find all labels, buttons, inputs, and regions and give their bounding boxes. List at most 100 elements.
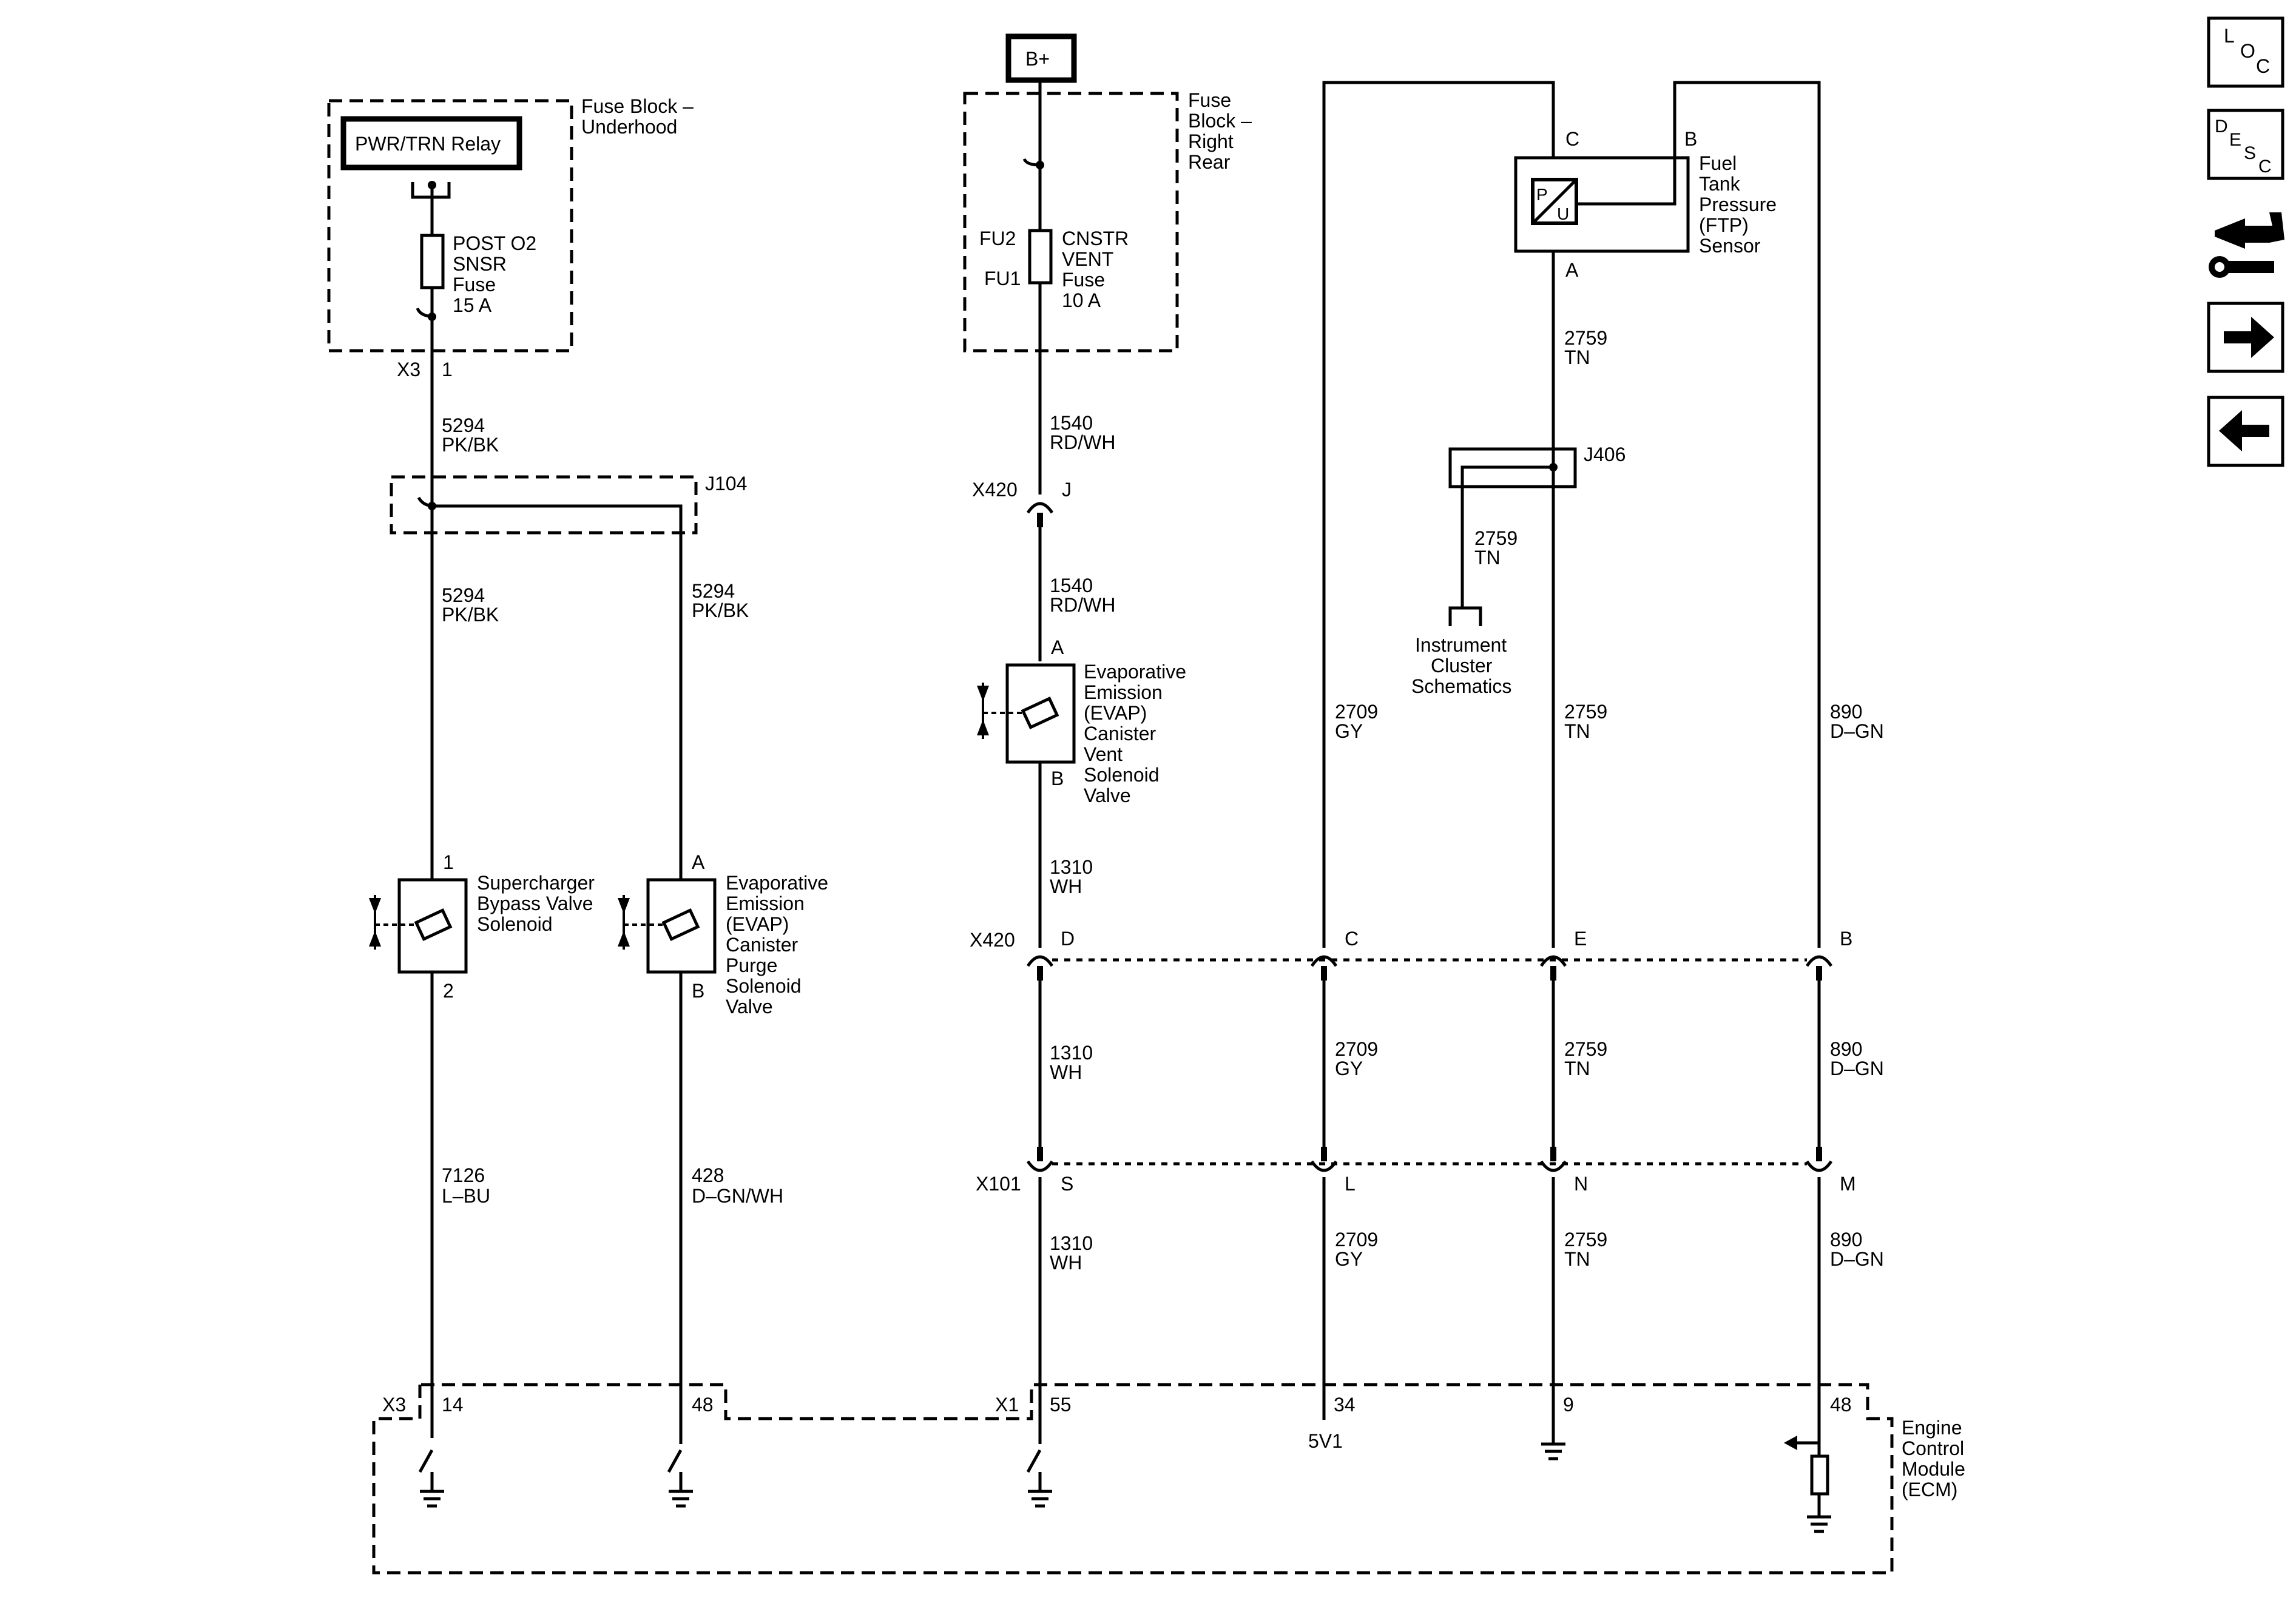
ecm-label: Engine bbox=[1902, 1417, 1962, 1439]
desc-letter: D bbox=[2215, 116, 2228, 137]
wire-circuit: 1310 bbox=[1050, 1042, 1093, 1064]
connector-label: X420 bbox=[970, 929, 1015, 951]
prev-page-button[interactable] bbox=[2207, 396, 2284, 467]
wire-color: D–GN/WH bbox=[692, 1185, 783, 1207]
fuse-block-rear-title: Rear bbox=[1188, 151, 1231, 173]
pin-label: 34 bbox=[1334, 1394, 1356, 1416]
wire-circuit: 2709 bbox=[1335, 701, 1378, 723]
wire-color: GY bbox=[1335, 1058, 1363, 1079]
cnstr-fuse-label: CNSTR bbox=[1062, 228, 1129, 249]
wire-circuit: 1310 bbox=[1050, 1232, 1093, 1254]
pin-label: B bbox=[1684, 128, 1697, 150]
evap-purge-solenoid: A B Evaporative Emission (EVAP) Canister… bbox=[618, 851, 828, 1018]
desc-letter: E bbox=[2229, 130, 2241, 150]
purge-valve-label: Solenoid bbox=[726, 975, 802, 997]
vent-valve-label: Vent bbox=[1084, 743, 1123, 765]
wire-color: GY bbox=[1335, 1248, 1363, 1270]
pin-label: 48 bbox=[1830, 1394, 1852, 1416]
wire-circuit: 5294 bbox=[692, 580, 735, 602]
wire-color: PK/BK bbox=[692, 599, 749, 621]
wire-color: TN bbox=[1564, 346, 1590, 368]
cnstr-fuse-label: Fuse bbox=[1062, 269, 1105, 291]
wire-circuit: 5294 bbox=[442, 584, 485, 606]
pin-label: J bbox=[1062, 479, 1072, 501]
description-button[interactable]: D E S C bbox=[2207, 109, 2284, 180]
cnstr-vent-fuse bbox=[1028, 229, 1053, 285]
connector-label: X420 bbox=[972, 479, 1018, 501]
pin-label: M bbox=[1840, 1173, 1856, 1195]
wire-color: WH bbox=[1050, 876, 1082, 897]
ground-switch bbox=[1026, 1449, 1052, 1508]
vent-valve-label: Solenoid bbox=[1084, 764, 1160, 786]
supercharger-bypass-solenoid: 1 2 Supercharger Bypass Valve Solenoid bbox=[369, 851, 595, 1002]
fuse-block-underhood: Fuse Block – Underhood PWR/TRN Relay POS… bbox=[327, 95, 694, 1438]
next-page-button[interactable] bbox=[2207, 302, 2284, 373]
connector-tools-icon[interactable] bbox=[2209, 212, 2284, 278]
5v-reference-label: 5V1 bbox=[1308, 1430, 1343, 1452]
vent-valve-label: Canister bbox=[1084, 723, 1156, 744]
ftp-sensor-label: (FTP) bbox=[1699, 214, 1749, 236]
splice-j406-label: J406 bbox=[1584, 444, 1626, 465]
wire-color: PK/BK bbox=[442, 604, 499, 626]
arrow-right-icon bbox=[2224, 317, 2274, 358]
ftp-symbol: U bbox=[1557, 204, 1569, 223]
splice-j406: J406 2759 TN Instrument Cluster Schemati… bbox=[1411, 444, 1626, 697]
connector-x3-label: X3 bbox=[397, 359, 420, 380]
wire-circuit: 1540 bbox=[1050, 575, 1093, 596]
wire-color: GY bbox=[1335, 720, 1363, 742]
post-o2-fuse-label: 15 A bbox=[453, 294, 492, 316]
fuse-block-underhood-title: Underhood bbox=[581, 116, 677, 138]
post-o2-fuse-label: POST O2 bbox=[453, 232, 536, 254]
supercharger-valve-label: Bypass Valve bbox=[477, 893, 593, 914]
post-o2-fuse-label: Fuse bbox=[453, 274, 496, 295]
pin-label: N bbox=[1574, 1173, 1588, 1195]
ftp-sensor-label: Sensor bbox=[1699, 235, 1761, 257]
wire-color: WH bbox=[1050, 1252, 1082, 1274]
location-button[interactable]: L O C bbox=[2207, 16, 2284, 88]
purge-valve-label: Purge bbox=[726, 954, 777, 976]
arrow-left-icon bbox=[2219, 410, 2269, 451]
fuse-block-rear-title: Right bbox=[1188, 130, 1234, 152]
evap-vent-solenoid: A B Evaporative Emission (EVAP) Canister… bbox=[977, 636, 1186, 806]
instrument-cluster-label: Schematics bbox=[1411, 675, 1511, 697]
connector-x420-mid: X420 D C E B bbox=[970, 928, 1852, 981]
pin-label: 1 bbox=[442, 359, 453, 380]
fu2-label: FU2 bbox=[979, 228, 1016, 249]
connector-label: X101 bbox=[976, 1173, 1021, 1195]
pin-label: A bbox=[1051, 636, 1064, 658]
cnstr-fuse-label: 10 A bbox=[1062, 289, 1101, 311]
wire-color: PK/BK bbox=[442, 434, 499, 456]
desc-letter: C bbox=[2258, 157, 2272, 177]
loc-letter: C bbox=[2256, 55, 2270, 77]
splice-j104: J104 bbox=[390, 473, 747, 1444]
post-o2-fuse bbox=[420, 234, 445, 289]
wire-circuit: 2709 bbox=[1335, 1229, 1378, 1251]
wire-color: WH bbox=[1050, 1061, 1082, 1083]
connector-x420-j: X420 J bbox=[972, 479, 1072, 527]
wire-circuit: 2709 bbox=[1335, 1038, 1378, 1060]
vent-valve-label: Emission bbox=[1084, 681, 1163, 703]
pin-label: S bbox=[1061, 1173, 1073, 1195]
ground-symbol bbox=[1541, 1442, 1565, 1460]
purge-valve-label: (EVAP) bbox=[726, 913, 789, 935]
pin-label: B bbox=[1840, 928, 1852, 950]
connector-label: X3 bbox=[382, 1394, 406, 1416]
wire-circuit: 890 bbox=[1830, 701, 1862, 723]
pin-label: A bbox=[692, 851, 705, 873]
pin-label: C bbox=[1345, 928, 1359, 950]
wire-circuit: 2759 bbox=[1564, 1229, 1607, 1251]
ftp-signal-input bbox=[1784, 1436, 1831, 1533]
pin-label: E bbox=[1574, 928, 1587, 950]
pin-label: B bbox=[1051, 768, 1064, 789]
wire-circuit: 5294 bbox=[442, 414, 485, 436]
wire-color: RD/WH bbox=[1050, 431, 1115, 453]
pin-label: L bbox=[1345, 1173, 1356, 1195]
wire-circuit: 890 bbox=[1830, 1038, 1862, 1060]
fuse-block-rear-title: Block – bbox=[1188, 110, 1252, 132]
wire-color: L–BU bbox=[442, 1185, 490, 1207]
pin-label: D bbox=[1061, 928, 1075, 950]
purge-valve-label: Emission bbox=[726, 893, 805, 914]
wire-circuit: 2759 bbox=[1564, 701, 1607, 723]
engine-control-module: Engine Control Module (ECM) X3 14 48 X1 … bbox=[372, 1383, 1965, 1575]
